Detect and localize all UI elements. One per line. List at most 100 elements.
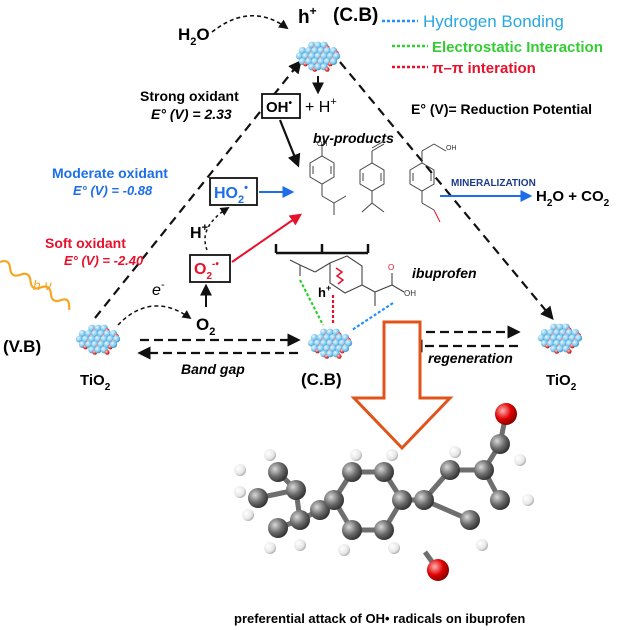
strong-oxidant-potential: E° (V) = 2.33 — [151, 106, 232, 122]
moderate-oxidant-title: Moderate oxidant — [52, 165, 168, 181]
carbon-atom — [342, 462, 362, 482]
focus-arrow — [350, 320, 454, 451]
electron-label: e- — [152, 279, 165, 299]
light-wave-icon — [0, 259, 71, 311]
ti-atom — [323, 47, 331, 55]
cb-to-right-edge — [339, 61, 554, 321]
ti-atom — [326, 350, 334, 358]
ti-atom — [307, 339, 315, 347]
carbon-atom — [440, 460, 460, 480]
ti-atom — [97, 340, 105, 348]
hydrogen-atom — [514, 454, 526, 466]
caption: preferential attack of OH• radicals on i… — [234, 611, 525, 626]
tio2-cluster-left — [75, 324, 121, 355]
ti-atom — [556, 345, 564, 353]
ho2-radical-label: HO2• — [214, 182, 248, 206]
ti-atom — [562, 334, 570, 342]
hydrogen-atom — [234, 486, 246, 498]
ti-atom — [310, 334, 319, 342]
carbon-atom — [268, 518, 288, 538]
carbon-atom — [474, 460, 494, 480]
carbon-atom — [392, 490, 412, 510]
tio2-cluster-center — [307, 328, 353, 359]
hydrogen-atom — [242, 509, 254, 521]
o2-to-ho2-arrow — [204, 207, 230, 251]
legend-pipi-label: π–π interation — [432, 60, 536, 77]
oxygen-atom — [495, 403, 517, 425]
strong-oxidant-title: Strong oxidant — [140, 88, 239, 104]
mineralization-products: H2O + CO2 — [536, 188, 610, 209]
ti-atom — [75, 335, 83, 343]
o2-radical-box — [189, 254, 231, 283]
hydrogen-atom — [264, 449, 276, 461]
electron-to-o2-arrow — [117, 305, 192, 326]
hydrogen-atom — [388, 542, 400, 554]
legend: Hydrogen Bonding Electrostatic Interacti… — [382, 12, 603, 77]
ti-atom — [335, 334, 343, 342]
hydrogen-atom — [264, 542, 276, 554]
soft-oxidant-potential: E° (V) = -2.40 — [64, 253, 144, 268]
o2-radical-to-byproducts-arrow — [231, 213, 302, 263]
ti-atom — [317, 344, 325, 352]
ti-atom — [85, 340, 93, 348]
o2-label: O2 — [196, 315, 215, 338]
electrostatic-interaction-line — [299, 279, 324, 326]
o-atom — [104, 350, 110, 355]
carbon-atom — [324, 490, 344, 510]
moderate-oxidant-potential: E° (V) = -0.88 — [73, 183, 153, 198]
ti-atom — [314, 63, 322, 71]
reduction-potential-note: E° (V)= Reduction Potential — [411, 101, 592, 117]
ti-atom — [537, 334, 545, 342]
legend-hbond-label: Hydrogen Bonding — [423, 12, 564, 31]
carbon-atom — [310, 500, 330, 520]
tio2-cluster-top — [295, 41, 341, 72]
ti-atom — [333, 52, 341, 60]
ti-atom — [332, 339, 340, 347]
hydrogen-atom — [476, 539, 488, 551]
byproducts-label: by-products — [313, 130, 394, 146]
regeneration-label: regeneration — [428, 350, 513, 366]
byproduct-structures — [309, 140, 447, 223]
ti-atom — [553, 329, 561, 337]
byproduct-oh-mark-2: OH — [446, 145, 457, 152]
top-hole-label: h+ — [298, 4, 317, 28]
tio2-right-label: TiO2 — [546, 372, 577, 393]
ti-atom — [320, 339, 328, 347]
ti-atom — [345, 339, 353, 347]
hv-label: h ν — [33, 277, 52, 293]
oh-to-byproducts-arrow — [278, 119, 301, 168]
ti-atom — [547, 339, 555, 347]
h2o-reactant-label: H2O — [178, 25, 210, 48]
o-atom — [336, 354, 342, 359]
ti-atom — [550, 334, 558, 342]
hydrogen-atom — [449, 446, 461, 458]
o-atom — [324, 67, 330, 72]
ti-atom — [540, 329, 549, 337]
byproduct-oh-mark: OH — [317, 141, 328, 148]
tio2-cluster-right — [537, 323, 583, 354]
carbon-atom — [414, 490, 434, 510]
carbon-atom — [268, 462, 288, 482]
carbon-atom — [374, 520, 394, 540]
ibuprofen-o-mark: O — [388, 263, 394, 272]
ti-atom — [556, 323, 564, 331]
ti-atom — [308, 52, 316, 60]
ti-atom — [329, 344, 337, 352]
ti-atom — [103, 330, 111, 338]
band-gap-label: Band gap — [181, 361, 245, 377]
hydrogen-atom — [350, 449, 362, 461]
ti-atom — [320, 52, 328, 60]
carbon-atom — [374, 462, 394, 482]
carbon-atom — [490, 490, 510, 510]
ti-atom — [298, 47, 307, 55]
cb-center-label: (C.B) — [301, 370, 342, 389]
hydrogen-bond-line — [351, 302, 394, 331]
ibuprofen-structure — [274, 244, 405, 306]
ibuprofen-label: ibuprofen — [412, 265, 477, 281]
ti-atom — [100, 335, 108, 343]
carbon-atom — [286, 480, 306, 500]
ti-atom — [113, 335, 121, 343]
center-hole-label: h+ — [318, 283, 331, 300]
